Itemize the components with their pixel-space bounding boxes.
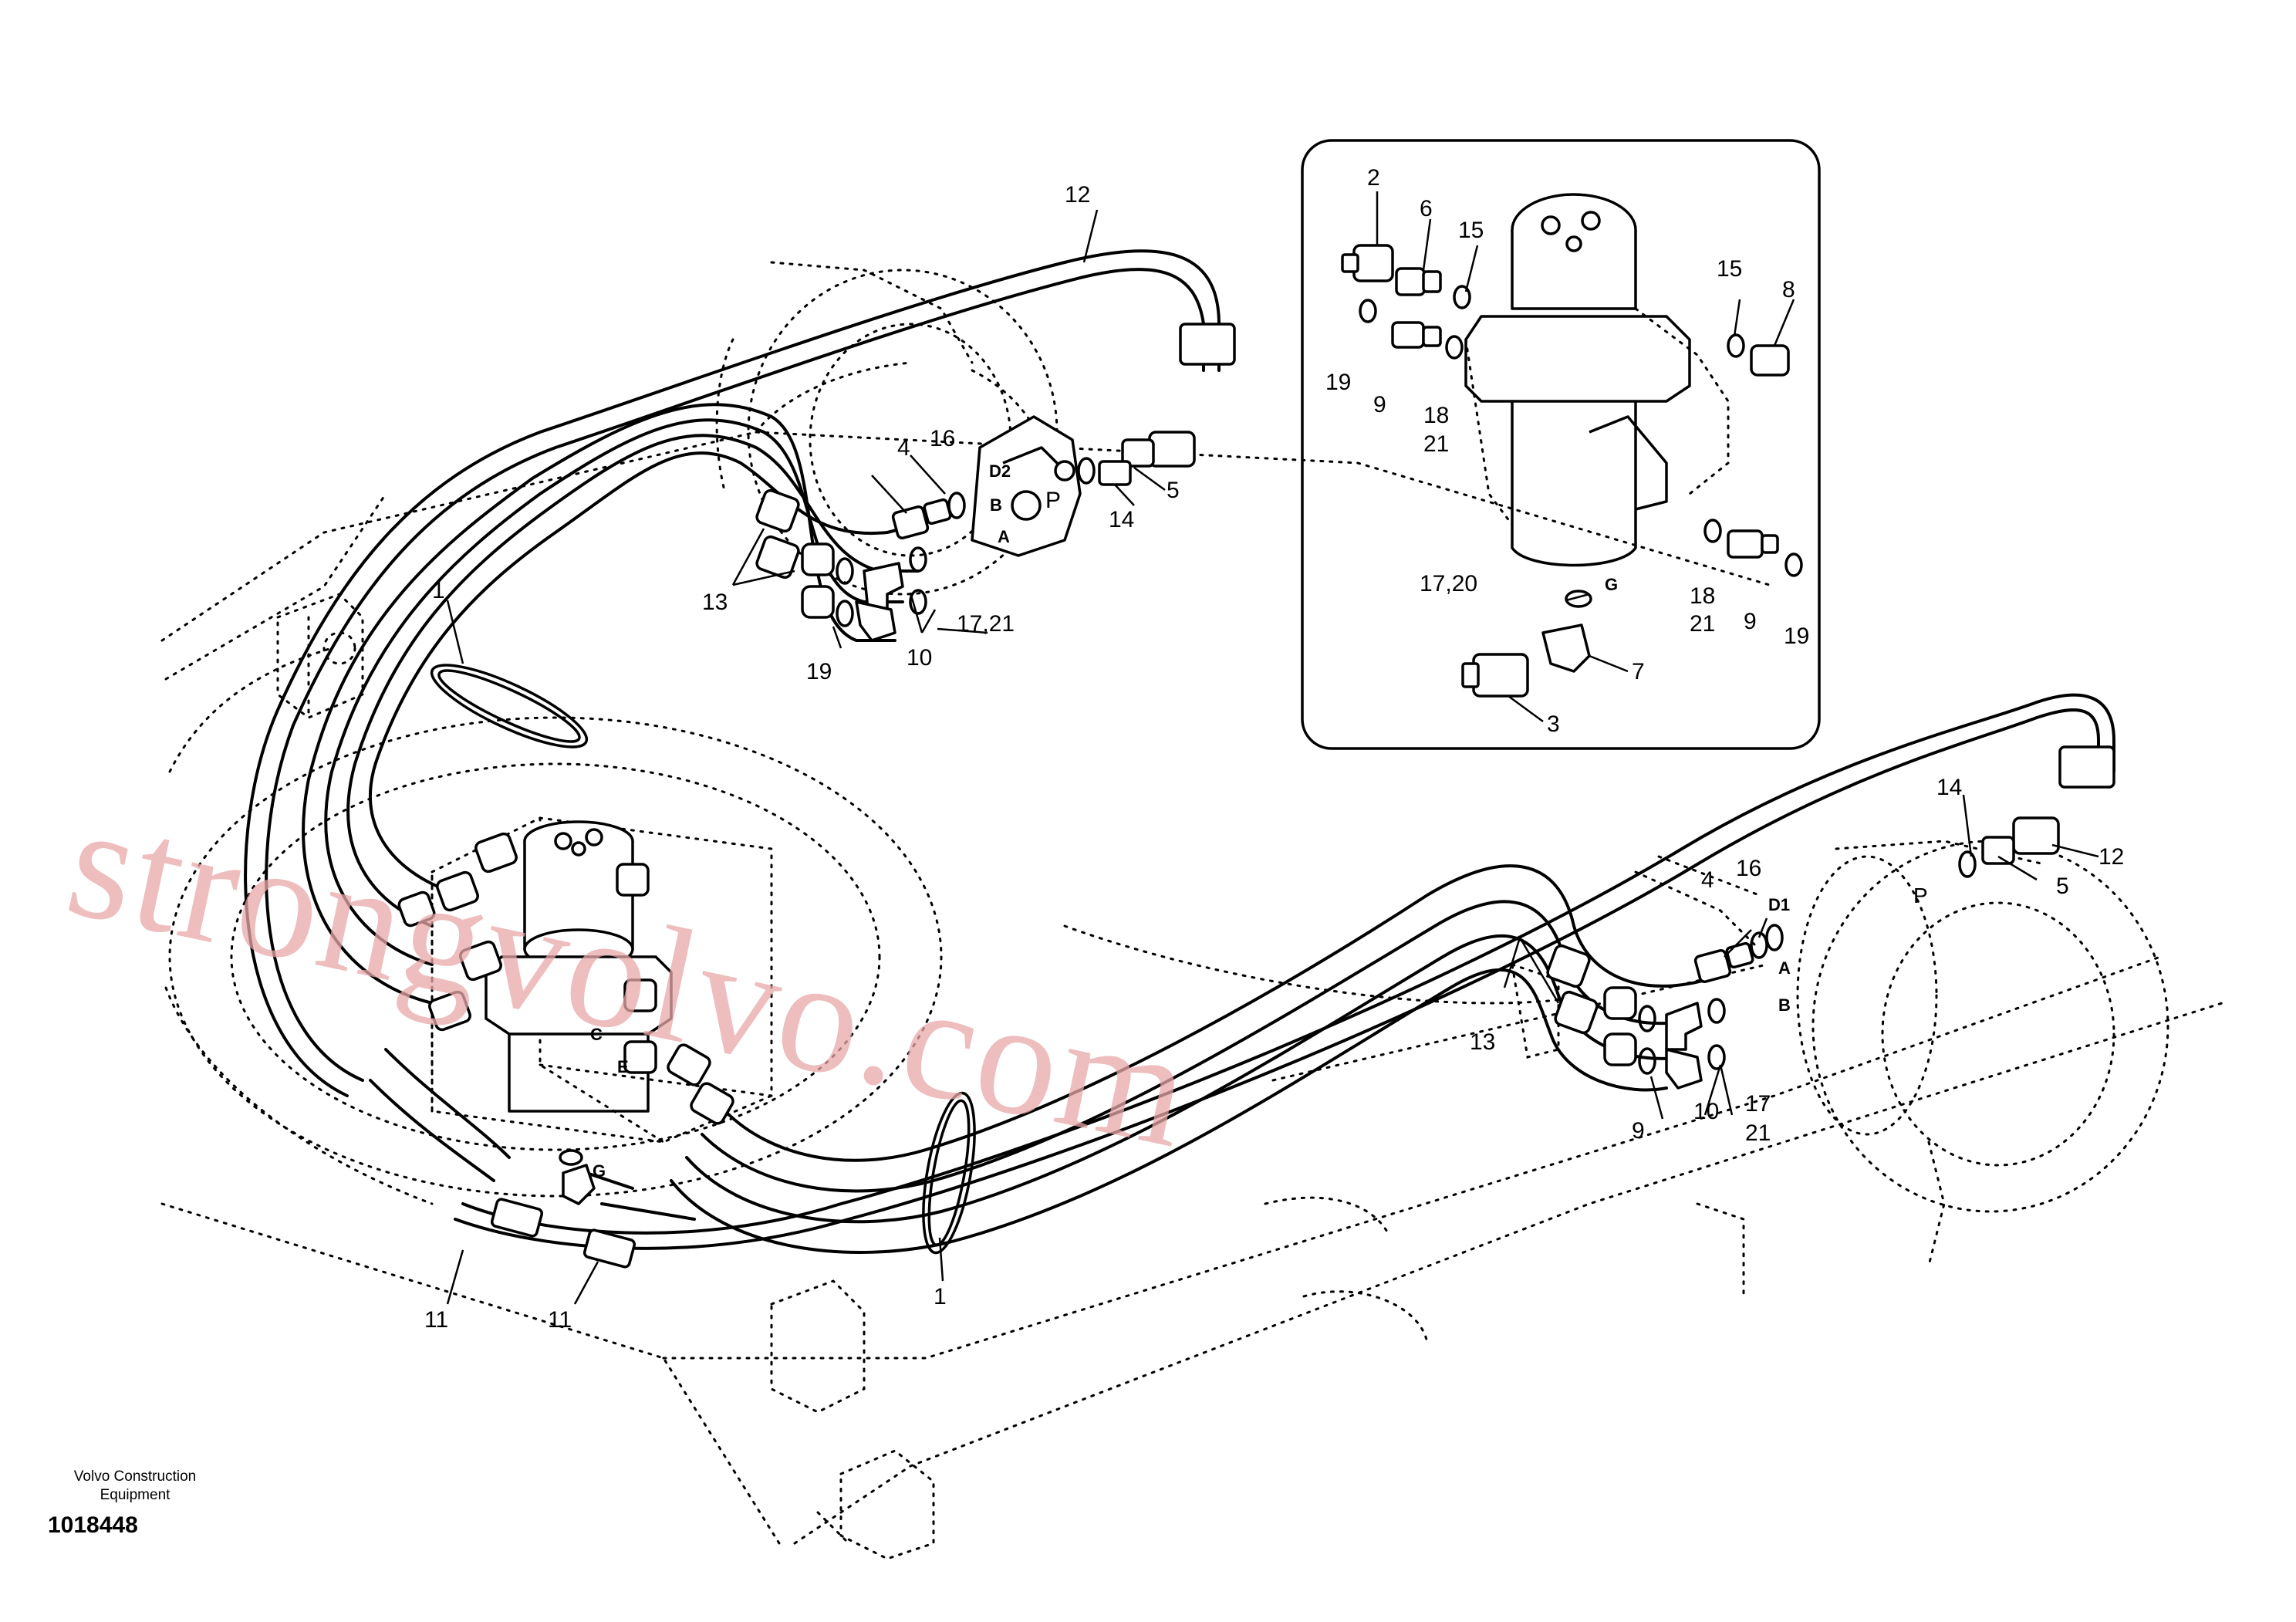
label-16: 16 [1736,856,1761,881]
port-g: G [593,1161,606,1181]
label-19: 19 [806,659,832,684]
port-b: B [990,495,1002,515]
label-9: 9 [1373,392,1386,417]
port-d2: D2 [989,461,1011,481]
label-17-20: 17,20 [1420,571,1477,596]
port-e: E [617,1057,629,1076]
label-12: 12 [2098,844,2124,870]
center-swivel-joint [485,820,673,1113]
label-7: 7 [1632,659,1645,684]
label-19: 19 [1325,370,1351,395]
label-12: 12 [1065,182,1090,208]
inset-detail [1301,139,1821,750]
label-17-21: 17,21 [957,611,1015,637]
label-21: 21 [1690,611,1715,637]
publisher-credit: Volvo Construction Equipment [46,1468,224,1505]
label-19: 19 [1784,623,1809,649]
port-c: C [590,1025,603,1044]
port-p: P [1045,488,1061,513]
label-17: 17 [1745,1091,1771,1117]
drawing-number: 1018448 [48,1512,138,1538]
port-a: A [998,527,1010,546]
label-21: 21 [1745,1120,1771,1146]
label-9: 9 [1744,609,1757,634]
label-6: 6 [1420,196,1433,221]
fittings [397,323,2115,1269]
label-1: 1 [934,1284,947,1309]
label-15: 15 [1458,218,1484,243]
label-18: 18 [1690,583,1715,609]
port-g: G [1605,575,1618,594]
label-14: 14 [1109,507,1134,532]
port-labels: D2 B A P D1 A B P C E G G [590,461,1928,1181]
label-3: 3 [1547,711,1560,737]
label-10: 10 [907,645,932,671]
publisher-line-1: Volvo Construction [73,1468,197,1485]
label-5: 5 [1167,478,1180,503]
publisher-line-2: Equipment [100,1487,171,1503]
label-4: 4 [897,435,910,461]
leader-lines [446,191,2099,1305]
label-11: 11 [424,1307,448,1333]
label-2: 2 [1367,165,1380,191]
label-13: 13 [1470,1029,1495,1055]
label-9: 9 [1632,1118,1645,1144]
travel-motor-left [971,415,1082,557]
label-1: 1 [432,578,445,603]
label-8: 8 [1782,277,1795,302]
label-10: 10 [1693,1099,1719,1124]
port-a: A [1778,958,1791,978]
label-15: 15 [1717,256,1742,282]
label-16: 16 [930,426,955,451]
port-d1: D1 [1768,895,1790,914]
label-14: 14 [1936,775,1962,800]
part-labels: 12 16 4 14 5 13 17,21 10 19 1 13 4 16 14… [424,165,2124,1333]
hose-clamps [430,664,976,1255]
port-p: P [1913,884,1928,907]
label-21: 21 [1423,431,1449,457]
port-b: B [1778,995,1791,1015]
label-18: 18 [1423,403,1449,428]
label-11: 11 [548,1307,572,1333]
label-13: 13 [702,590,728,615]
label-4: 4 [1701,867,1714,893]
label-5: 5 [2056,874,2069,899]
